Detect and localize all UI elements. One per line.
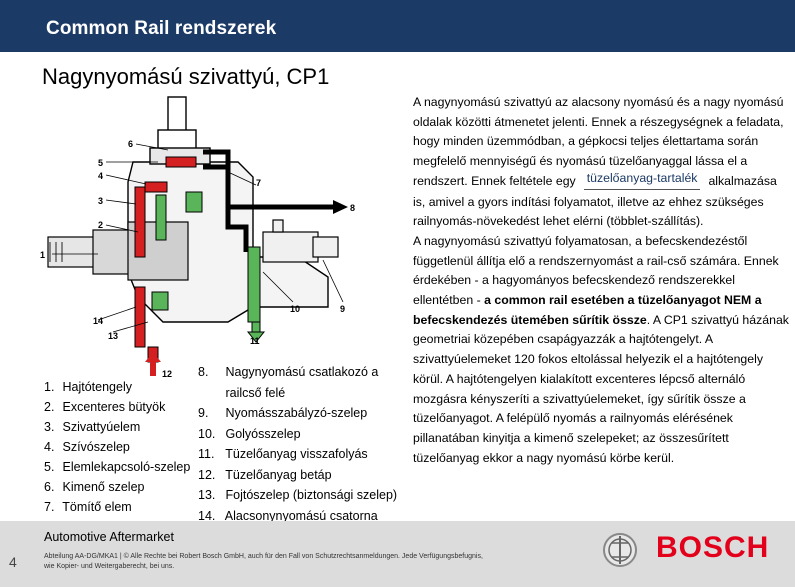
footer-company: Automotive Aftermarket bbox=[44, 530, 174, 544]
callout-labels: 1 2 3 4 5 6 7 8 9 10 11 12 13 14 bbox=[40, 139, 355, 379]
legend-item: railcső felé bbox=[225, 385, 286, 400]
legend-right: 8. Nagynyomású csatlakozó a railcső felé… bbox=[198, 362, 397, 526]
legend-item: 10. Golyósszelep bbox=[198, 426, 301, 441]
callout-13: 13 bbox=[108, 331, 118, 341]
callout-10: 10 bbox=[290, 304, 300, 314]
legend-item: 13. Fojtószelep (biztonsági szelep) bbox=[198, 488, 398, 502]
callout-4: 4 bbox=[98, 171, 103, 181]
callout-8: 8 bbox=[350, 203, 355, 213]
callout-6: 6 bbox=[128, 139, 133, 149]
title-bar: Common Rail rendszerek bbox=[0, 0, 795, 52]
return-path bbox=[155, 194, 266, 343]
callout-7: 7 bbox=[256, 178, 261, 188]
legend-item: 9. Nyomásszabályzó-szelep bbox=[198, 406, 368, 420]
slide-subtitle: Nagynyomású szivattyú, CP1 bbox=[42, 64, 330, 89]
drive-shaft bbox=[47, 221, 189, 281]
legend-item: 2. Excenteres bütyök bbox=[44, 400, 166, 414]
footer-legal: Abteilung AA-DG/MKA1 | © Alle Rechte bei… bbox=[44, 553, 483, 570]
inlet-arrow bbox=[145, 352, 161, 376]
bosch-logo: BOSCH bbox=[656, 531, 770, 564]
body-text: A nagynyomású szivattyú az alacsony nyom… bbox=[413, 93, 791, 468]
pump-diagram: 1 2 3 4 5 6 7 8 9 10 11 12 13 14 bbox=[40, 96, 355, 379]
slide-header-title: Common Rail rendszerek bbox=[46, 18, 277, 39]
footer: Automotive Aftermarket 4 Abteilung AA-DG… bbox=[0, 521, 795, 587]
legend-item: 12. Tüzelőanyag betáp bbox=[198, 467, 332, 482]
callout-lines bbox=[52, 143, 344, 333]
paragraph-2: A nagynyomású szivattyú folyamatosan, a … bbox=[413, 233, 789, 465]
bosch-armature-icon bbox=[603, 533, 637, 567]
callout-11: 11 bbox=[250, 336, 260, 346]
callout-5: 5 bbox=[98, 158, 103, 168]
callout-2: 2 bbox=[98, 220, 103, 230]
return-arrow bbox=[250, 307, 258, 317]
pump-element bbox=[151, 191, 203, 311]
outlet-arrow bbox=[333, 200, 348, 214]
legend-item: 14. Alacsonynyomású csatorna bbox=[198, 508, 378, 523]
pressure-regulator bbox=[262, 219, 339, 263]
callout-3: 3 bbox=[98, 196, 103, 206]
callout-9: 9 bbox=[340, 304, 345, 314]
callout-1: 1 bbox=[40, 250, 45, 260]
legend-item: 6. Kimenő szelep bbox=[44, 480, 145, 494]
legend-item: 11. Tüzelőanyag visszafolyás bbox=[198, 447, 368, 461]
high-pressure-outlet bbox=[203, 149, 333, 252]
callout-12: 12 bbox=[162, 369, 172, 379]
legend-item: 5. Elemlekapcsoló-szelep bbox=[44, 460, 191, 474]
legend-item: 8. Nagynyomású csatlakozó a bbox=[198, 365, 379, 379]
legend-item: 3. Szivattyúelem bbox=[44, 420, 141, 434]
paragraph-1: A nagynyomású szivattyú az alacsony nyom… bbox=[413, 95, 784, 229]
legend-left: 1. Hajtótengely 2. Excenteres bütyök 3. … bbox=[44, 377, 190, 517]
callout-14: 14 bbox=[93, 316, 103, 326]
page-number: 4 bbox=[9, 554, 17, 570]
glossary-link[interactable]: tüzelőanyag-tartalék bbox=[583, 169, 701, 190]
legend-item: 7. Tömítő elem bbox=[44, 500, 132, 514]
legend-item: 1. Hajtótengely bbox=[44, 380, 132, 394]
legend-item: 4. Szívószelep bbox=[44, 440, 130, 454]
